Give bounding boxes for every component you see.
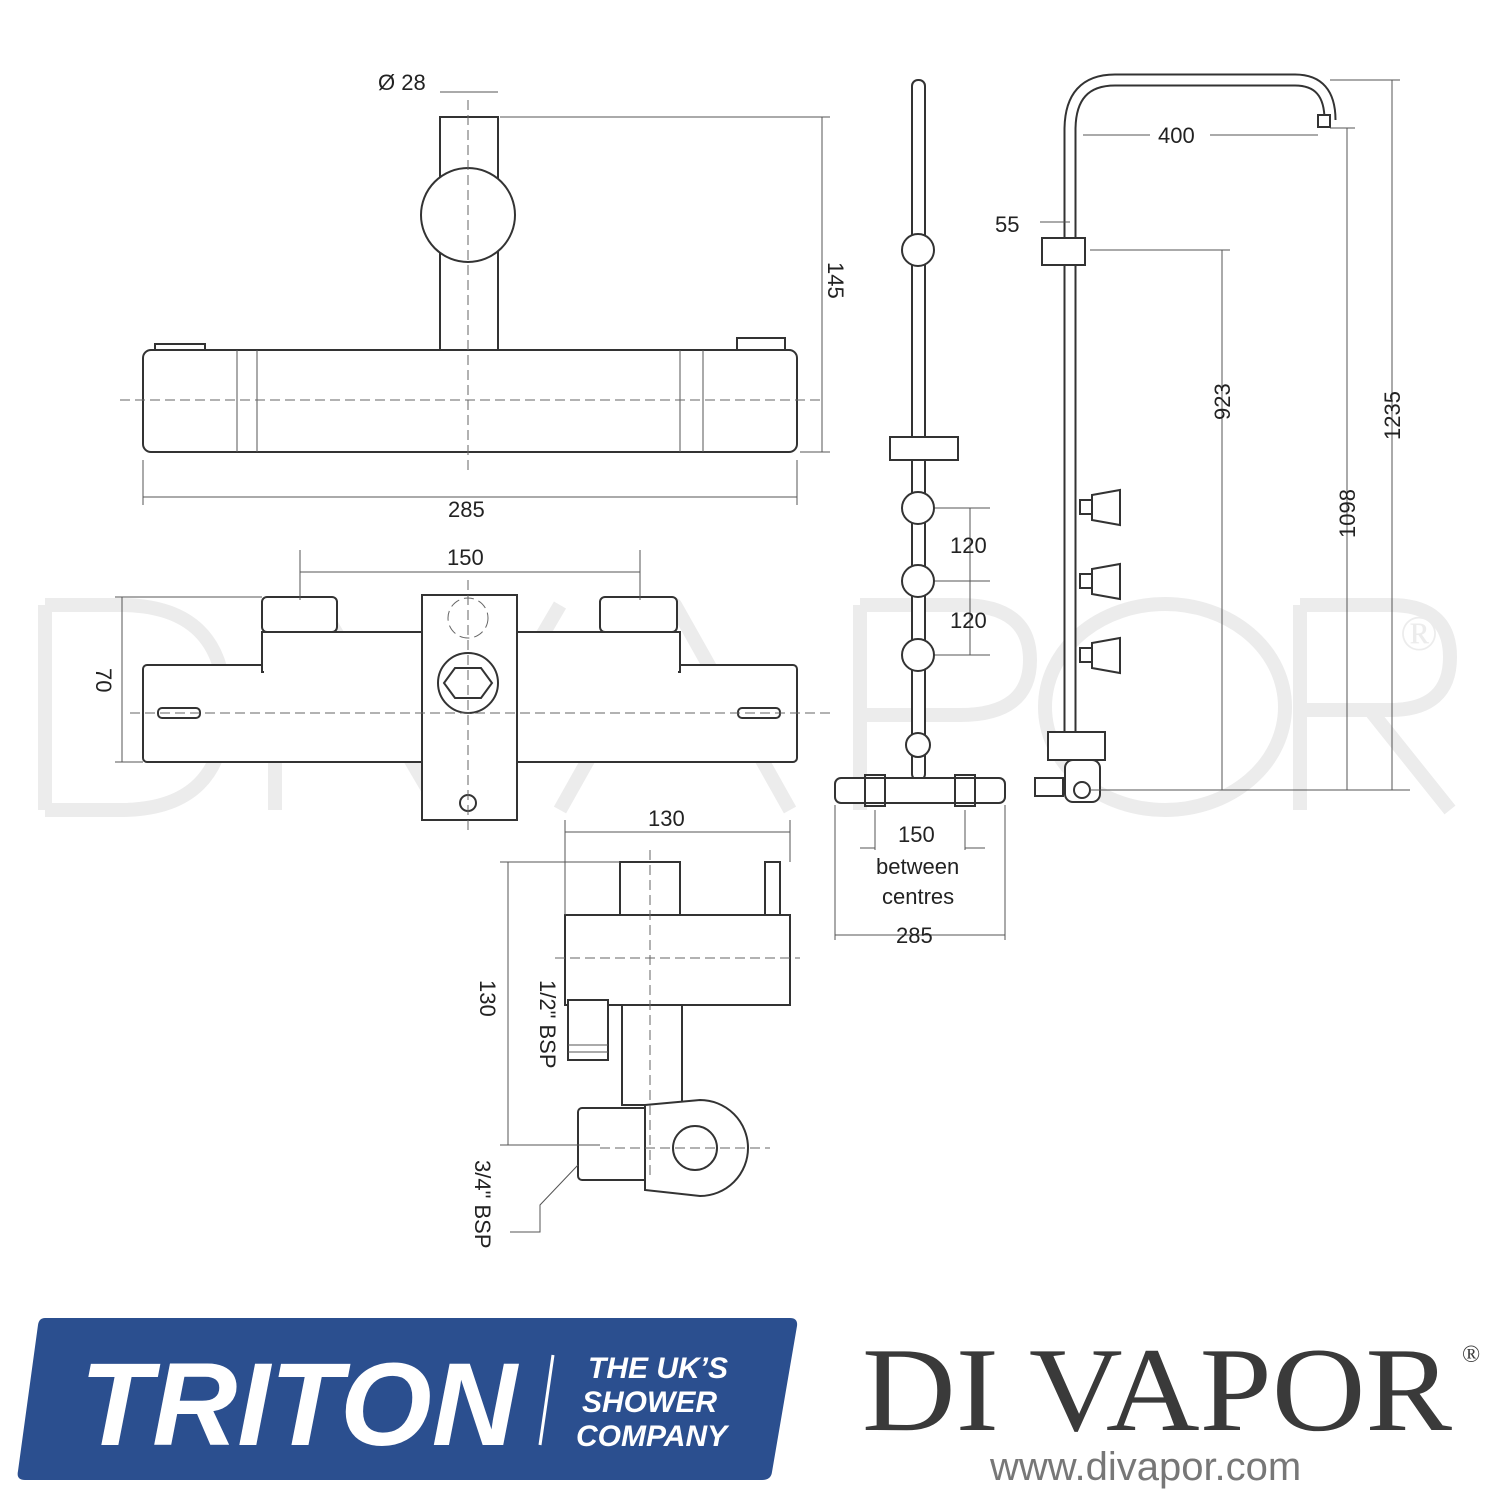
triton-tagline-3: COMPANY	[576, 1420, 730, 1453]
watermark-registered: ®	[1400, 605, 1438, 661]
triton-logo: TRITON THE UK’S SHOWER COMPANY	[17, 1318, 798, 1480]
head-height-label: 1098	[1335, 489, 1360, 538]
offset-label: 55	[995, 212, 1019, 237]
divapor-name: DI VAPOR	[862, 1323, 1452, 1456]
spacing-1-label: 120	[950, 533, 987, 558]
diameter-label: Ø 28	[378, 70, 426, 95]
riser-front-view: 120 120 150 between centres 285	[834, 79, 1006, 948]
top-height-label: 145	[823, 262, 848, 299]
total-height-label: 1235	[1380, 391, 1405, 440]
front-height-label: 70	[91, 668, 116, 692]
front-view: 150 70	[91, 545, 830, 830]
triton-tagline-1: THE UK’S	[588, 1352, 728, 1385]
top-width-label: 285	[448, 497, 485, 522]
inlet-centres-label: 150	[447, 545, 484, 570]
arm-reach-label: 400	[1158, 123, 1195, 148]
bracket-height-label: 923	[1210, 383, 1235, 420]
riser-side-view: 400 55 923 1098 1235	[995, 73, 1410, 803]
side-view: 130 130 1/2" BSP 3/4" BSP	[470, 806, 800, 1249]
outlet-thread-label: 1/2" BSP	[535, 980, 560, 1069]
top-view: Ø 28 285 145	[120, 70, 848, 522]
spacing-2-label: 120	[950, 608, 987, 633]
side-width-label: 130	[648, 806, 685, 831]
inlet-thread-label: 3/4" BSP	[470, 1160, 495, 1249]
triton-tagline-2: SHOWER	[582, 1386, 717, 1419]
triton-name: TRITON	[80, 1339, 520, 1471]
centres-note-2: centres	[882, 884, 954, 909]
divapor-url: www.divapor.com	[989, 1445, 1301, 1489]
centres-label: 150	[898, 822, 935, 847]
divapor-registered: ®	[1462, 1342, 1480, 1368]
riser-width-label: 285	[896, 923, 933, 948]
side-height-label: 130	[475, 980, 500, 1017]
centres-note-1: between	[876, 854, 959, 879]
divapor-logo: DI VAPOR ® www.divapor.com	[862, 1323, 1480, 1489]
